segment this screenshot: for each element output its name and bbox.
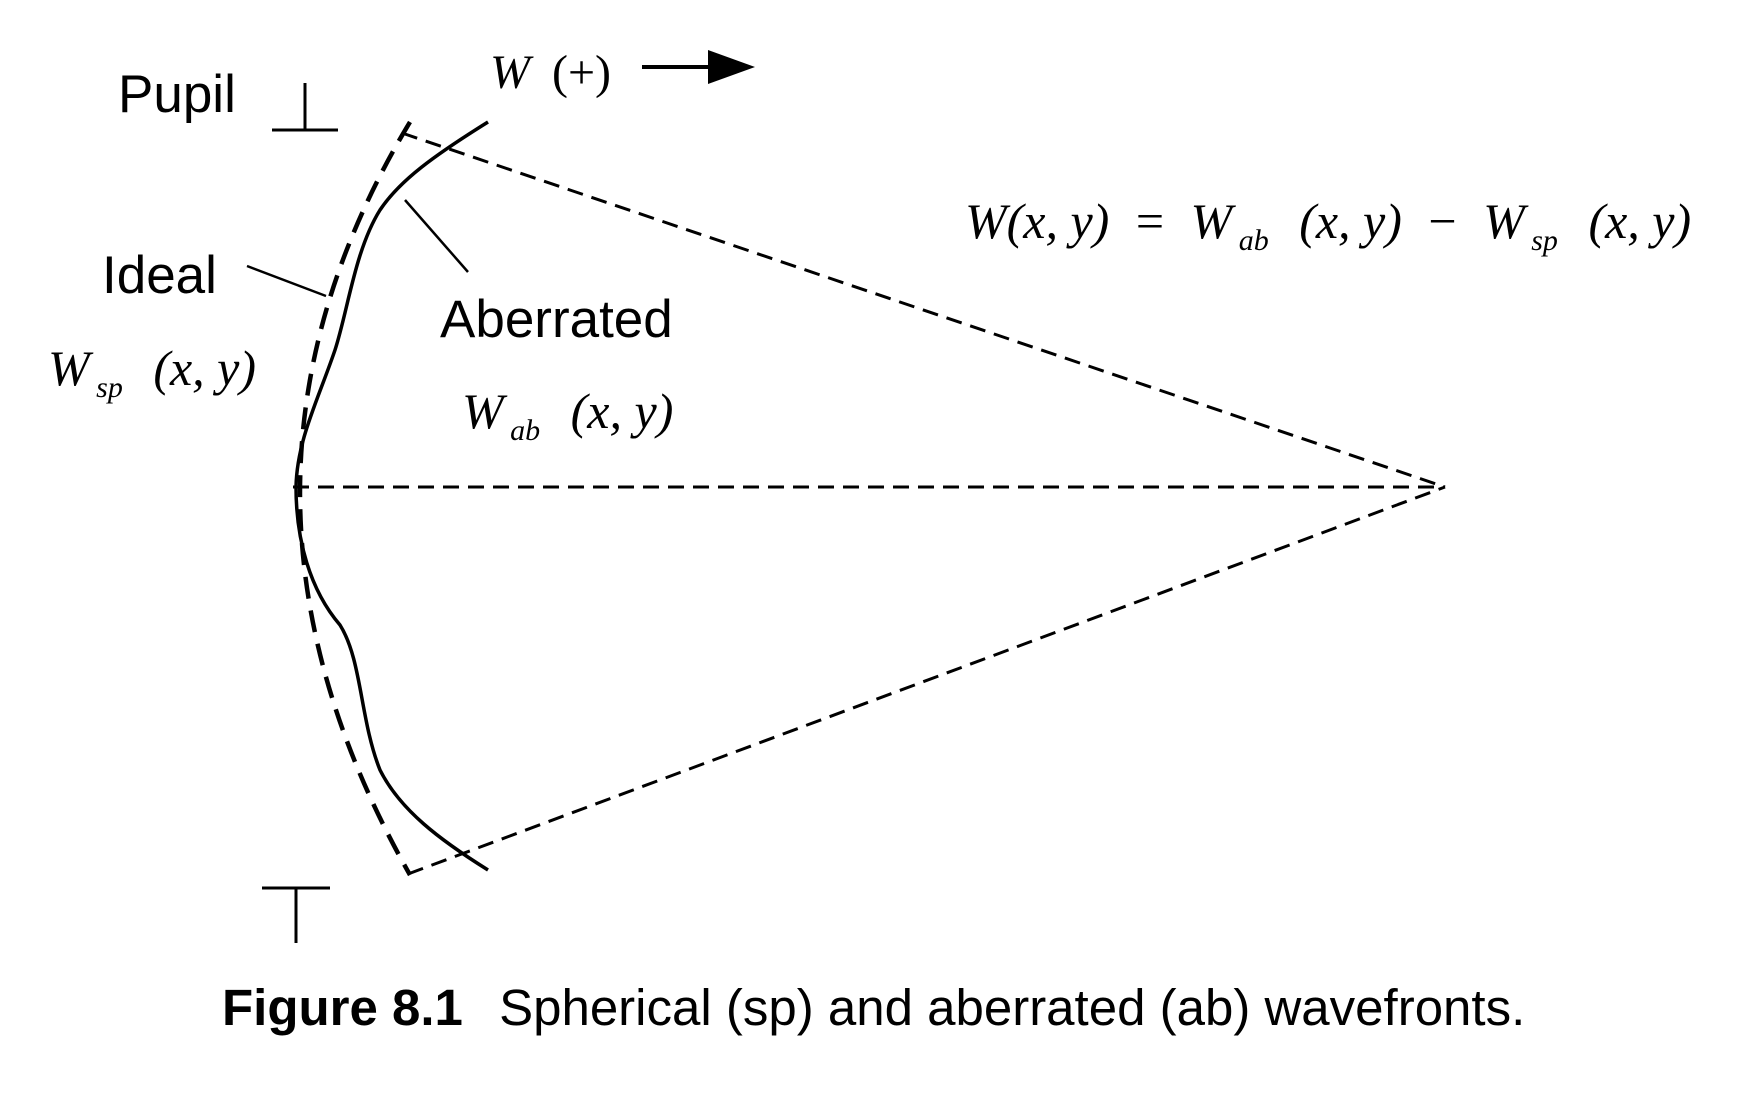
ideal-leader-line bbox=[246, 264, 327, 298]
wab-label: W ab (x, y) bbox=[462, 383, 673, 451]
aberrated-label: Aberrated bbox=[440, 290, 673, 349]
direction-arrow bbox=[642, 50, 755, 84]
aberrated-leader-line bbox=[404, 199, 469, 273]
lower-ray bbox=[407, 485, 1446, 876]
figure-caption: Figure 8.1 Spherical (sp) and aberrated … bbox=[222, 979, 1525, 1036]
ideal-label: Ideal bbox=[102, 246, 217, 305]
ideal-wavefront bbox=[297, 120, 412, 877]
direction-label: W (+) bbox=[490, 46, 611, 99]
pupil-top-marker bbox=[272, 83, 338, 132]
aberrated-wavefront bbox=[294, 120, 489, 872]
ray-lines bbox=[293, 131, 1446, 876]
wavefront-equation: W(x, y) = W ab (x, y) − W sp (x, y) bbox=[965, 193, 1691, 261]
wsp-label: W sp (x, y) bbox=[48, 340, 256, 408]
pupil-label: Pupil bbox=[118, 65, 236, 124]
pupil-bottom-marker bbox=[262, 886, 330, 943]
upper-ray bbox=[401, 131, 1446, 489]
